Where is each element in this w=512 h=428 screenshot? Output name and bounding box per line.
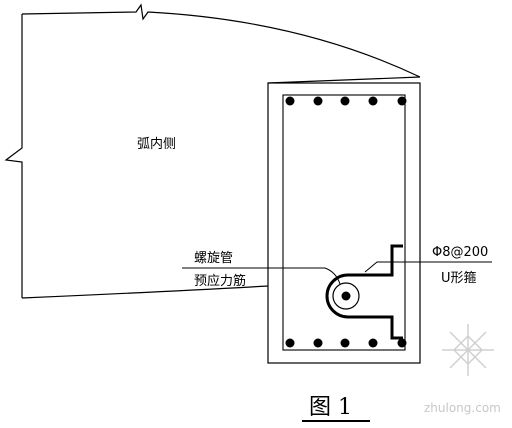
spiral-duct bbox=[332, 282, 360, 310]
rebar-dot bbox=[397, 338, 407, 348]
stirrup-spec-label: Φ8@200 bbox=[432, 245, 488, 260]
figure-caption: 图 1 bbox=[309, 395, 352, 420]
watermark-icon bbox=[442, 324, 494, 376]
stirrup-name-label: U形箍 bbox=[441, 270, 477, 286]
beam-outline bbox=[4, 3, 421, 299]
rebar-dot bbox=[368, 338, 378, 348]
watermark-text: zhulong.com bbox=[424, 401, 501, 415]
bottom-rebar-row bbox=[285, 338, 407, 348]
inner-side-label: 弧内侧 bbox=[137, 136, 176, 152]
stirrup-leader bbox=[364, 261, 492, 273]
rebar-dot bbox=[313, 338, 323, 348]
prestress-tendon-label: 预应力筋 bbox=[194, 273, 246, 289]
rebar-dot bbox=[313, 96, 323, 106]
spiral-tube-label: 螺旋管 bbox=[194, 251, 233, 266]
rebar-dot bbox=[340, 96, 350, 106]
u-stirrup bbox=[325, 244, 403, 340]
top-rebar-row bbox=[285, 96, 407, 106]
top-face-edge bbox=[267, 76, 421, 84]
top-edge bbox=[21, 3, 421, 78]
rebar-dot bbox=[285, 338, 295, 348]
rebar-dot bbox=[397, 96, 407, 106]
rebar-dot bbox=[340, 338, 350, 348]
bottom-edge bbox=[21, 285, 269, 299]
prestress-tendon bbox=[341, 291, 351, 301]
duct-leader bbox=[182, 267, 341, 285]
section-outline bbox=[267, 82, 421, 364]
watermark-logo bbox=[442, 324, 494, 376]
leader-lines bbox=[182, 261, 492, 422]
stirrup-rect bbox=[282, 94, 406, 351]
left-edge bbox=[4, 14, 23, 298]
rebar-dot bbox=[368, 96, 378, 106]
rebar-dot bbox=[285, 96, 295, 106]
